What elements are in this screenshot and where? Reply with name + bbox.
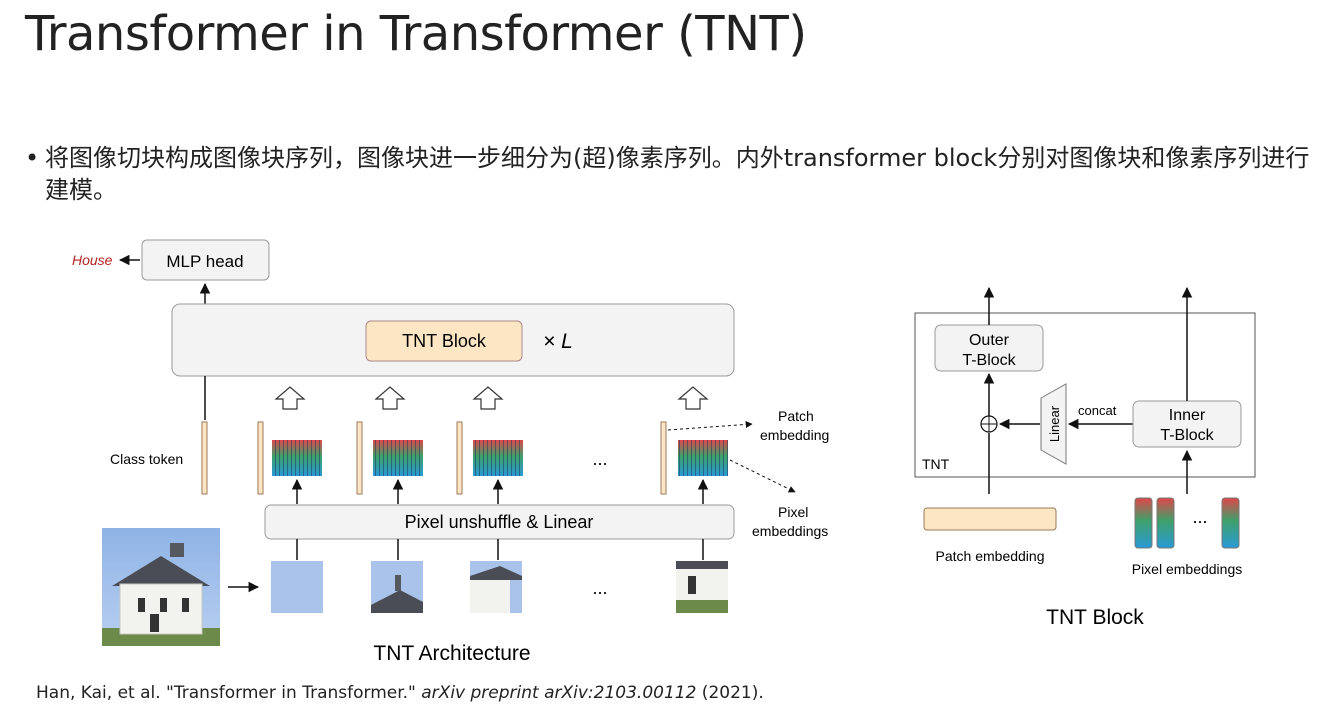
- patch-embedding-label-1: Patch: [778, 408, 814, 424]
- ellipsis-patches: ...: [592, 578, 607, 598]
- outer-t-block-label-2: T-Block: [962, 352, 1016, 369]
- class-token-bar: [201, 421, 208, 495]
- outer-t-block-label-1: Outer: [969, 332, 1010, 349]
- mlp-head-box: [141, 239, 270, 281]
- inner-t-block-label-2: T-Block: [1160, 427, 1214, 444]
- image-patch-3: [470, 561, 522, 613]
- tnt-frame-label: TNT: [922, 456, 950, 472]
- patch-token-bar-3: [456, 421, 463, 495]
- pixel-embeddings-label-2: embeddings: [752, 523, 828, 539]
- pixel-embeddings-label-1: Pixel: [778, 504, 808, 520]
- citation-year: (2021).: [696, 683, 764, 703]
- pixel-embedding-bar-2: [1156, 497, 1175, 549]
- linear-projection: [1040, 383, 1067, 465]
- citation: Han, Kai, et al. "Transformer in Transfo…: [36, 683, 764, 703]
- concat-label: concat: [1078, 403, 1117, 418]
- patch-embedding-label-2: embedding: [760, 427, 829, 443]
- hollow-up-arrow-2: [374, 386, 406, 410]
- hollow-up-arrow-4: [677, 386, 709, 410]
- citation-authors: Han, Kai, et al. "Transformer in Transfo…: [36, 683, 422, 703]
- image-patch-2: [371, 561, 423, 613]
- mlp-head-label: MLP head: [166, 252, 243, 271]
- tnt-block-label: TNT Block: [402, 331, 487, 351]
- pixel-embedding-bar-1: [1134, 497, 1153, 549]
- times-l-label: × L: [543, 330, 573, 353]
- house-label: House: [72, 252, 113, 268]
- pixel-embeddings-caption: Pixel embeddings: [1132, 561, 1243, 577]
- slide-title: Transformer in Transformer (TNT): [25, 6, 807, 62]
- image-patch-1: [271, 561, 323, 613]
- ellipsis-mid: ...: [592, 449, 607, 469]
- patch-token-bar-1: [257, 421, 264, 495]
- pixel-embedding-ellipsis: ...: [1192, 507, 1207, 527]
- image-patch-4: [676, 561, 728, 613]
- bullet-dot: •: [25, 144, 40, 172]
- linear-label: Linear: [1047, 405, 1062, 442]
- unshuffle-linear-label: Pixel unshuffle & Linear: [405, 512, 594, 532]
- patch-embedding-caption: Patch embedding: [936, 548, 1045, 564]
- patch-token-bar-4: [660, 421, 667, 495]
- patch-embedding-pointer: [667, 420, 753, 431]
- citation-venue: arXiv preprint arXiv:2103.00112: [421, 683, 697, 703]
- bullet-text: 将图像切块构成图像块序列，图像块进一步细分为(超)像素序列。内外transfor…: [45, 144, 1310, 204]
- inner-t-block-label-1: Inner: [1169, 407, 1206, 424]
- pixel-embedding-pointer: [729, 459, 796, 493]
- patch-embedding-bar: [923, 507, 1057, 531]
- pixel-embedding-bar-3: [1221, 497, 1240, 549]
- class-token-label: Class token: [110, 451, 183, 467]
- patch-token-bar-2: [356, 421, 363, 495]
- tnt-block-box: [365, 320, 523, 362]
- hollow-up-arrow-1: [274, 386, 306, 410]
- architecture-caption: TNT Architecture: [373, 642, 530, 665]
- house-image: [102, 528, 220, 646]
- hollow-up-arrow-3: [472, 386, 504, 410]
- unshuffle-linear-box: [264, 504, 735, 540]
- block-caption: TNT Block: [1046, 606, 1144, 629]
